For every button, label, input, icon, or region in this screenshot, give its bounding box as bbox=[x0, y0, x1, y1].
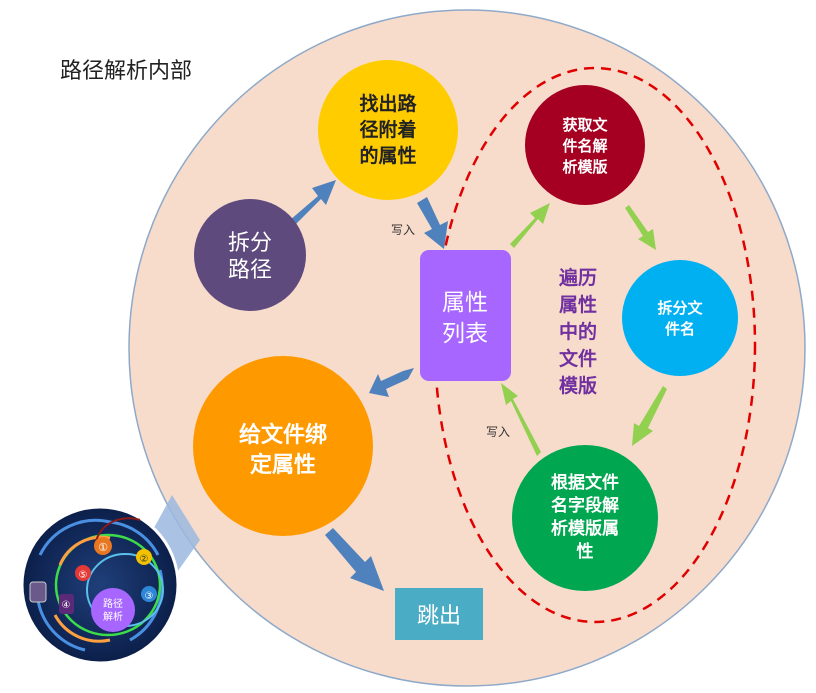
node-parse-template bbox=[512, 445, 658, 591]
node-attr-list-line1: 属性 bbox=[442, 290, 488, 316]
node-exit-label: 跳出 bbox=[417, 604, 461, 629]
loop-label: 遍历 属性 中的 文件 模版 bbox=[558, 266, 597, 397]
node-split-filename-line1: 拆分文 bbox=[657, 299, 703, 317]
mini-step-4-label: ④ bbox=[62, 600, 71, 611]
node-find-attrs-line3: 的属性 bbox=[359, 144, 416, 167]
node-bind-attrs-line2: 定属性 bbox=[250, 452, 316, 478]
mini-database-icon bbox=[30, 582, 46, 602]
node-bind-attrs-line1: 给文件绑 bbox=[239, 422, 327, 448]
loop-label-line4: 文件 bbox=[559, 347, 597, 370]
node-find-attrs-line2: 径附着 bbox=[359, 118, 416, 141]
node-split-filename bbox=[622, 260, 738, 376]
node-find-attrs-line1: 找出路 bbox=[359, 92, 417, 115]
node-parse-template-line1: 根据文件 bbox=[551, 472, 619, 493]
node-parse-template-line3: 析模版属 bbox=[551, 518, 619, 539]
loop-label-line1: 遍历 bbox=[558, 266, 597, 289]
node-get-template-line3: 析模版 bbox=[562, 158, 607, 176]
node-split-path-line2: 路径 bbox=[228, 258, 272, 283]
mini-center-line2: 解析 bbox=[103, 610, 123, 623]
page-title: 路径解析内部 bbox=[60, 59, 192, 84]
loop-label-line5: 模版 bbox=[559, 374, 597, 397]
node-attr-list-line2: 列表 bbox=[442, 321, 488, 347]
loop-label-line3: 中的 bbox=[559, 320, 597, 343]
mini-step-3-label: ③ bbox=[145, 591, 154, 602]
node-get-template-line2: 件名解 bbox=[562, 137, 607, 155]
mini-center-line1: 路径 bbox=[103, 597, 123, 610]
mini-diagram: ① ② ③ ④ ⑤ 路径 解析 bbox=[22, 507, 178, 663]
mini-center bbox=[91, 588, 135, 632]
write-label-2: 写入 bbox=[486, 425, 510, 439]
mini-step-1-label: ① bbox=[98, 541, 108, 554]
node-get-template-line1: 获取文 bbox=[562, 116, 608, 134]
write-label-1: 写入 bbox=[391, 223, 415, 237]
node-split-filename-line2: 件名 bbox=[665, 320, 695, 338]
node-parse-template-line2: 名字段解 bbox=[551, 495, 619, 516]
mini-step-5-label: ⑤ bbox=[79, 570, 88, 581]
mini-step-2-label: ② bbox=[140, 554, 149, 565]
node-parse-template-line4: 性 bbox=[577, 541, 594, 562]
loop-label-line2: 属性 bbox=[559, 293, 597, 316]
node-split-path-line1: 拆分 bbox=[228, 231, 272, 256]
